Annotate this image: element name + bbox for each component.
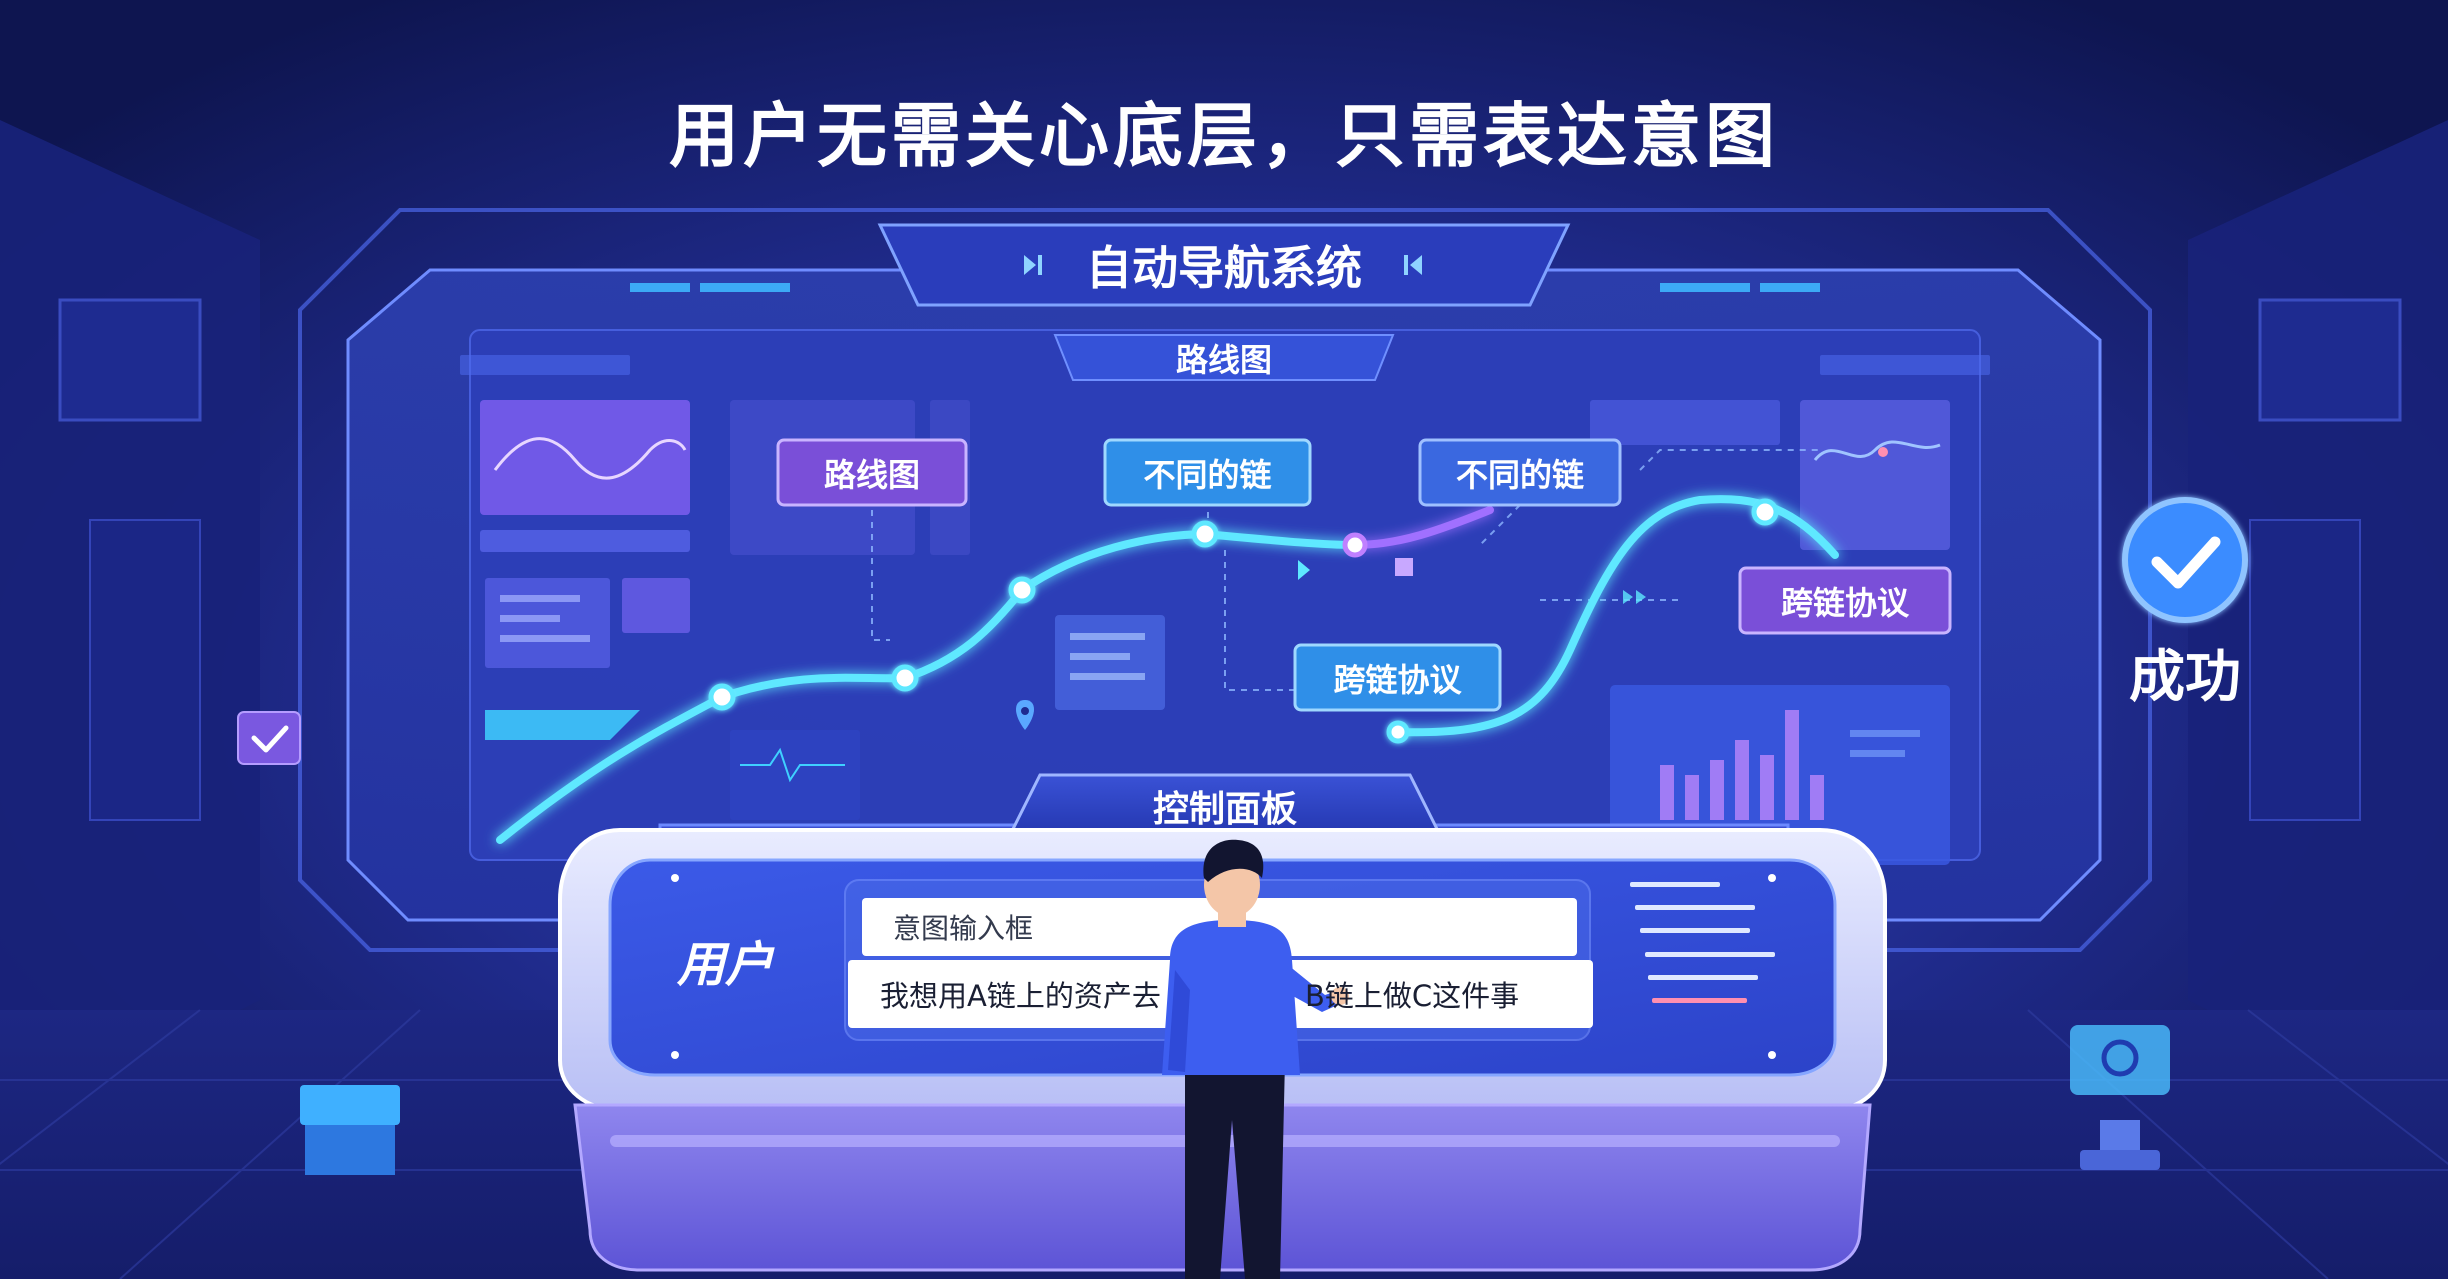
top-strip-decoration (460, 283, 1990, 375)
route-label-cross-chain-protocol-1: 跨链协议 (1333, 660, 1462, 699)
bar-chart-text-lines (1850, 730, 1920, 757)
roadmap-header: 路线图 (1175, 340, 1272, 379)
roadmap-header-tab (1053, 334, 1395, 381)
wave-line (493, 437, 687, 480)
left-wall-panel (58, 298, 202, 422)
check-square-icon (237, 711, 301, 765)
console-corner-dots (671, 874, 1776, 1059)
center-document-card (1055, 615, 1165, 710)
route-arrow (1298, 560, 1310, 580)
console-side-lines (1630, 882, 1775, 1003)
headline: 用户无需关心底层，只需表达意图 (669, 94, 1779, 177)
label-box-roadmap (776, 438, 968, 507)
label-box-protocol-1 (1293, 643, 1502, 712)
user-label: 用户 (676, 937, 773, 993)
bar-chart-bars (1660, 710, 1824, 820)
left-small-card (622, 578, 690, 633)
route-label-cross-chain-protocol-2: 跨链协议 (1780, 583, 1909, 622)
left-floor-device (300, 1085, 400, 1175)
chevron-left-right-icon (1024, 255, 1422, 275)
route-square (1395, 558, 1413, 576)
wave-chart-panel (480, 400, 690, 515)
left-arrow-bar (485, 710, 640, 740)
route-label-roadmap: 路线图 (823, 455, 920, 494)
route-label-different-chain-1: 不同的链 (1143, 455, 1272, 494)
label-box-chain-2 (1418, 438, 1622, 507)
right-hologram-device (2070, 1025, 2170, 1170)
intent-input-placeholder: 意图输入框 (893, 912, 1034, 945)
right-chart-panel (1800, 400, 1950, 550)
check-circle-icon (2122, 497, 2248, 623)
intent-text-left: 我想用A链上的资产去 (880, 979, 1161, 1013)
route-chevrons (1623, 590, 1646, 604)
control-panel-title: 控制面板 (1152, 788, 1297, 830)
left-text-lines (500, 595, 590, 642)
right-top-bar (1590, 400, 1780, 445)
screen-outer-frame (298, 208, 2152, 952)
label-box-protocol-2 (1738, 566, 1952, 635)
system-title: 自动导航系统 (1086, 241, 1362, 295)
route-nodes (708, 498, 1779, 744)
label-box-chain-1 (1103, 438, 1312, 507)
success-label: 成功 (2129, 644, 2241, 710)
right-wall-panel (2258, 298, 2402, 422)
center-bottom-card (730, 730, 860, 820)
route-label-different-chain-2: 不同的链 (1455, 455, 1584, 494)
pulse-line (740, 747, 845, 783)
right-wave-point (1878, 447, 1888, 457)
system-title-ribbon (877, 223, 1571, 307)
right-wall-panel-2 (2249, 519, 2361, 821)
user-figure (1162, 839, 1349, 1279)
right-wave-line (1813, 440, 1941, 461)
left-text-card (485, 578, 610, 668)
route-node-purple (1342, 532, 1368, 558)
left-bar-decoration (480, 530, 690, 552)
intent-text-right: B链上做C这件事 (1305, 979, 1520, 1013)
left-wall-panel-2 (89, 519, 201, 821)
center-document-lines (1070, 633, 1145, 680)
